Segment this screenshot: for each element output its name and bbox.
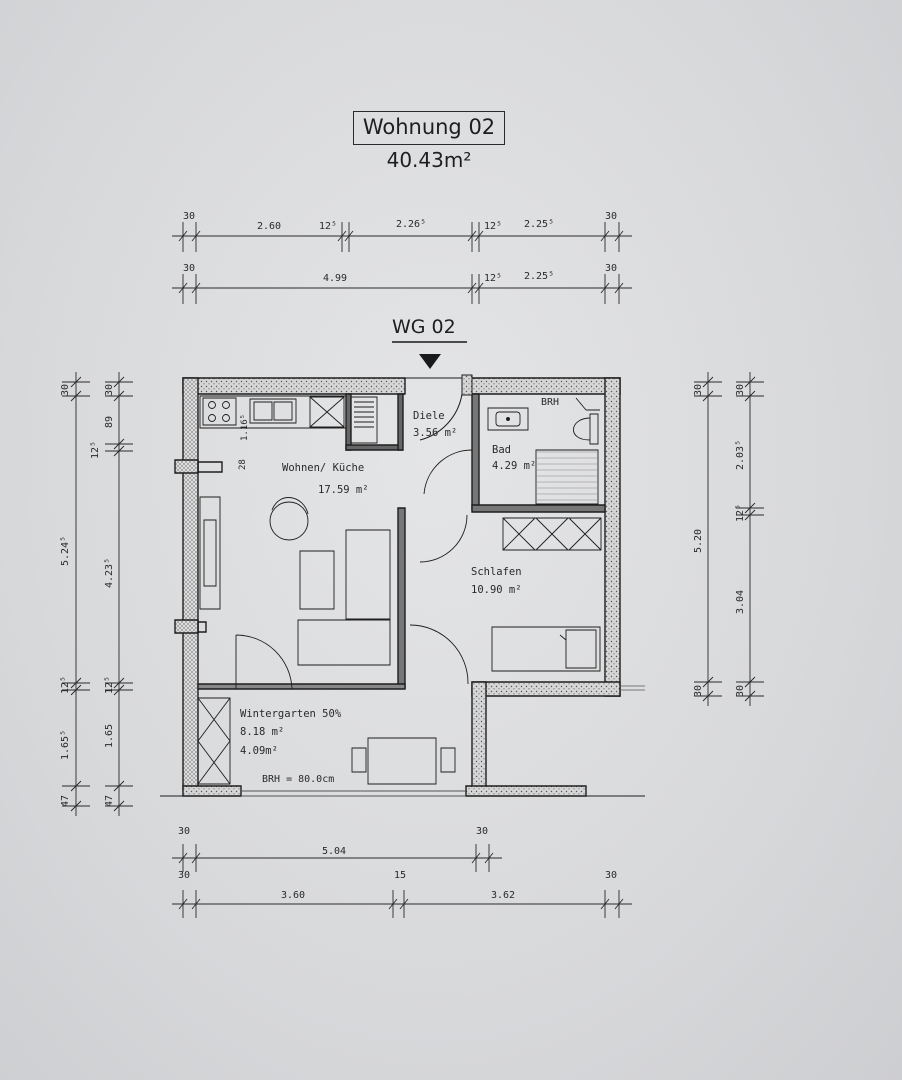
dim-left-outer-e: 47 [60, 794, 71, 807]
dim-top2-e: 30 [605, 263, 618, 274]
apartment-title: Wohnung 02 [362, 115, 496, 139]
dim-left-inner-d: 4.23⁵ [104, 557, 115, 588]
dim-left-outer-a: 30 [60, 383, 71, 396]
dim-top2-c: 12⁵ [484, 273, 503, 284]
dim-top1-g: 30 [605, 211, 618, 222]
dim-left-inner-b: 89 [104, 415, 115, 428]
dimension-lines-left [62, 372, 133, 816]
dim-left-inner-c: 12⁵ [90, 440, 101, 459]
dimension-lines-bottom [172, 844, 632, 918]
dim-bot1-a: 30 [178, 826, 191, 837]
living-furniture [200, 497, 390, 665]
dim-top2-a: 30 [183, 263, 196, 274]
note-small-116: 1.16⁵ [240, 413, 250, 441]
kitchen-counter [200, 396, 377, 443]
dim-right-outer-b: 5.20 [693, 528, 704, 553]
dim-right-inner-e: 30 [735, 684, 746, 697]
bathroom-fixtures [488, 398, 600, 504]
dim-top1-e: 12⁵ [484, 221, 503, 232]
dim-top1-d: 2.26⁵ [396, 219, 427, 230]
room-schlafen-name: Schlafen [471, 566, 522, 578]
dim-left-inner-g: 47 [104, 794, 115, 807]
dim-top2-b: 4.99 [323, 273, 348, 284]
room-wohnen-area: 17.59 m² [318, 484, 369, 496]
dim-top1-b: 2.60 [257, 221, 282, 232]
dim-left-outer-c: 12⁵ [60, 675, 71, 694]
dim-left-inner-a: 30 [104, 383, 115, 396]
dim-right-outer-c: 30 [693, 684, 704, 697]
dim-top1-f: 2.25⁵ [524, 219, 555, 230]
dim-bot2-a: 30 [178, 870, 191, 881]
dim-right-inner-a: 30 [735, 383, 746, 396]
wintergarten-furniture [160, 698, 645, 796]
room-diele-area: 3.56 m² [413, 427, 458, 439]
entrance-door [405, 375, 472, 440]
dim-top1-a: 30 [183, 211, 196, 222]
dim-top1-c: 12⁵ [319, 221, 338, 232]
dim-right-inner-b: 2.03⁵ [735, 439, 746, 470]
dim-left-outer-b: 5.24⁵ [60, 535, 71, 566]
room-schlafen-area: 10.90 m² [471, 584, 522, 596]
unit-label: WG 02 [392, 316, 456, 338]
bedroom-furniture [492, 518, 601, 671]
dim-bot1-c: 30 [476, 826, 489, 837]
dim-bot2-c: 15 [394, 870, 407, 881]
note-small-28: 28 [238, 459, 248, 470]
dimension-lines-top [172, 222, 632, 304]
entrance-arrow-icon [419, 354, 441, 369]
room-diele-name: Diele [413, 410, 445, 422]
dim-bot2-d: 3.62 [491, 890, 516, 901]
dim-left-outer-d: 1.65⁵ [60, 729, 71, 760]
note-brh-bad: BRH [541, 397, 560, 408]
room-wintergarten-area2: 4.09m² [240, 745, 278, 757]
dim-left-inner-f: 1.65 [104, 723, 115, 748]
apartment-title-box: Wohnung 02 [353, 111, 505, 145]
dimension-lines-right [694, 372, 764, 706]
dim-right-inner-c: 12⁵ [735, 503, 746, 522]
dim-bot2-b: 3.60 [281, 890, 306, 901]
room-bad-name: Bad [492, 444, 511, 456]
dim-right-outer-a: 30 [693, 383, 704, 396]
room-wintergarten-name: Wintergarten 50% [240, 708, 342, 720]
apartment-area: 40.43m² [386, 148, 472, 172]
dim-right-inner-d: 3.04 [735, 589, 746, 614]
dim-top2-d: 2.25⁵ [524, 271, 555, 282]
walls [175, 378, 620, 796]
dim-left-inner-e: 12⁵ [104, 675, 115, 694]
door-swings [236, 450, 472, 689]
room-wintergarten-area1: 8.18 m² [240, 726, 285, 738]
room-bad-area: 4.29 m² [492, 460, 537, 472]
dim-bot2-e: 30 [605, 870, 618, 881]
note-brh-window: BRH = 80.0cm [262, 774, 335, 785]
room-wohnen-name: Wohnen/ Küche [282, 462, 365, 474]
dim-bot1-b: 5.04 [322, 846, 347, 857]
